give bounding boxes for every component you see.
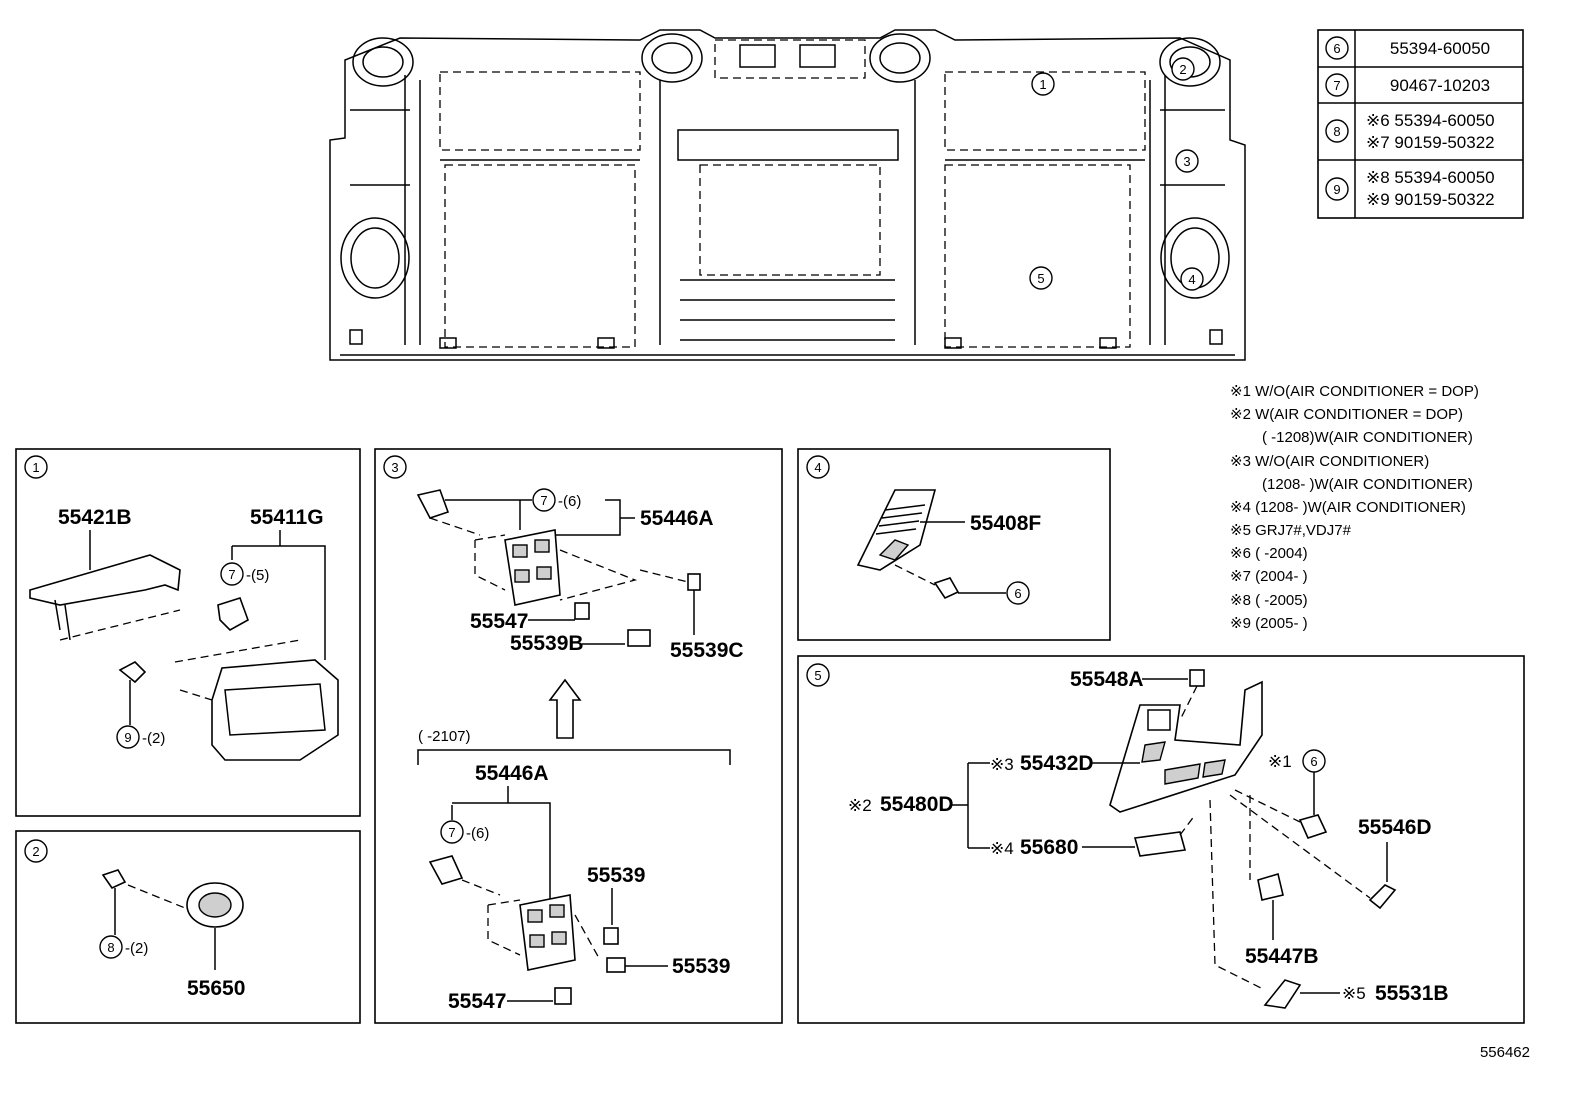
marker-label: 2 (1179, 62, 1186, 77)
note: ※7 (2004- ) (1230, 568, 1308, 585)
qty-label: -(2) (142, 730, 165, 747)
marker-label: 3 (1183, 154, 1190, 169)
part-label-55446a: 55446A (640, 507, 714, 530)
table-key: 9 (1333, 182, 1340, 197)
note: ※6 ( -2004) (1230, 545, 1308, 562)
table-key: 8 (1333, 124, 1340, 139)
panel-number: 1 (32, 460, 39, 475)
part-label-55539: 55539 (587, 864, 645, 887)
part-label-55421b: 55421B (58, 506, 132, 529)
marker-8: 8 (107, 940, 114, 955)
note: ※8 ( -2005) (1230, 592, 1308, 609)
note: ※4 (1208- )W(AIR CONDITIONER) (1230, 499, 1466, 516)
marker-7: 7 (228, 567, 235, 582)
overview-marker-5: 5 (1029, 266, 1053, 290)
note-mark-5: ※5 (1342, 984, 1366, 1003)
part-label-55548a: 55548A (1070, 668, 1144, 691)
table-key: 7 (1333, 78, 1340, 93)
marker-9: 9 (124, 730, 131, 745)
table-value: 55394-60050 (1390, 39, 1490, 58)
up-arrow-icon (548, 678, 582, 739)
table-value: ※6 55394-60050 (1366, 111, 1495, 130)
note: ※2 W(AIR CONDITIONER = DOP) (1230, 406, 1463, 423)
overview-marker-4: 4 (1180, 267, 1204, 291)
panel-3: 3 7 -(6) 55446A 55547 55539B 55539C ( -2… (374, 448, 783, 1024)
dashboard-overview (329, 29, 1246, 361)
part-label-55547: 55547 (448, 990, 506, 1013)
part-label-55650: 55650 (187, 977, 245, 1000)
qty-label: -(5) (246, 567, 269, 584)
part-label-55547: 55547 (470, 610, 528, 633)
table-value: 90467-10203 (1390, 76, 1490, 95)
part-label-55411g: 55411G (250, 506, 324, 529)
part-label-55680: 55680 (1020, 836, 1078, 859)
note-mark-1: ※1 (1268, 752, 1292, 771)
note: ( -1208)W(AIR CONDITIONER) (1262, 429, 1473, 446)
part-label-55480d: 55480D (880, 793, 954, 816)
table-key: 6 (1333, 41, 1340, 56)
part-label-55539: 55539 (672, 955, 730, 978)
part-label-55539b: 55539B (510, 632, 584, 655)
marker-7: 7 (448, 825, 455, 840)
marker-6: 6 (1310, 754, 1317, 769)
table-value: ※8 55394-60050 (1366, 168, 1495, 187)
illustration-id: 556462 (1480, 1044, 1530, 1061)
panel-1: 1 55421B 55411G 7 -(5) 9 -(2) (15, 448, 361, 817)
part-label-55432d: 55432D (1020, 752, 1094, 775)
panel-number: 5 (814, 668, 821, 683)
overview-marker-2: 2 (1171, 57, 1195, 81)
marker-6: 6 (1014, 586, 1021, 601)
overview-marker-1: 1 (1031, 72, 1055, 96)
qty-label: -(6) (558, 493, 581, 510)
panel-number: 2 (32, 844, 39, 859)
panel-4: 4 55408F 6 (797, 448, 1111, 641)
qty-label: -(2) (125, 940, 148, 957)
marker-label: 5 (1037, 271, 1044, 286)
qty-label: -(6) (466, 825, 489, 842)
marker-label: 1 (1039, 77, 1046, 92)
part-label-55408f: 55408F (970, 512, 1041, 535)
note: (1208- )W(AIR CONDITIONER) (1262, 476, 1473, 493)
marker-7: 7 (540, 493, 547, 508)
panel-number: 3 (391, 460, 398, 475)
marker-label: 4 (1188, 272, 1195, 287)
note: ※1 W/O(AIR CONDITIONER = DOP) (1230, 383, 1479, 400)
note-mark-4: ※4 (990, 839, 1014, 858)
panel-2: 2 8 -(2) 55650 (15, 830, 361, 1024)
range-label: ( -2107) (418, 728, 471, 745)
part-label-55539c: 55539C (670, 639, 744, 662)
table-value: ※7 90159-50322 (1366, 133, 1495, 152)
part-label-55531b: 55531B (1375, 982, 1449, 1005)
part-label-55447b: 55447B (1245, 945, 1319, 968)
panel-5: 5 55548A ※3 55432D ※2 55480D ※4 55680 ※1… (797, 655, 1525, 1024)
footnotes: ※1 W/O(AIR CONDITIONER = DOP) ※2 W(AIR C… (1230, 383, 1479, 632)
part-label-55446a: 55446A (475, 762, 549, 785)
panel-number: 4 (814, 460, 821, 475)
part-label-55546d: 55546D (1358, 816, 1432, 839)
note: ※9 (2005- ) (1230, 615, 1308, 632)
table-value: ※9 90159-50322 (1366, 190, 1495, 209)
note: ※3 W/O(AIR CONDITIONER) (1230, 453, 1429, 470)
part-number-table: 6 55394-60050 7 90467-10203 8 ※6 55394-6… (1317, 29, 1524, 219)
note: ※5 GRJ7#,VDJ7# (1230, 522, 1352, 539)
note-mark-2: ※2 (848, 796, 872, 815)
overview-marker-3: 3 (1175, 149, 1199, 173)
note-mark-3: ※3 (990, 755, 1014, 774)
